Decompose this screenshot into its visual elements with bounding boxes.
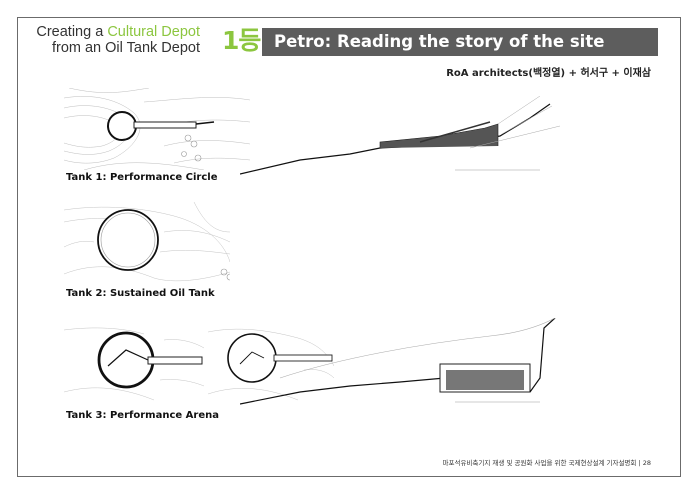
brand-logo: Creating a Cultural Depot from an Oil Ta… [24, 24, 200, 56]
brand-line-2: from an Oil Tank Depot [51, 40, 200, 56]
brand-prefix: Creating a [36, 24, 108, 40]
authors: RoA architects(백정열) + 허서구 + 이재삼 [446, 68, 651, 79]
tank3-site-plan [64, 320, 204, 406]
rank-badge: 1등 [222, 26, 261, 55]
page-title: Petro: Reading the story of the site [274, 32, 605, 51]
title-bar: Petro: Reading the story of the site [262, 28, 658, 56]
footer: 마포석유비축기지 재생 및 공원화 사업을 위한 국제현상설계 기자설명회 | … [442, 459, 651, 467]
tank3-caption: Tank 3: Performance Arena [66, 410, 219, 421]
tank1-caption: Tank 1: Performance Circle [66, 172, 218, 183]
tank3-section [240, 318, 564, 408]
tank3-plan-detail [208, 320, 334, 406]
tank2-site-plan [64, 202, 230, 284]
page-frame [17, 17, 681, 477]
footer-text: 마포석유비축기지 재생 및 공원화 사업을 위한 국제현상설계 기자설명회 [442, 459, 637, 467]
tank1-section [240, 96, 564, 178]
brand-highlight: Cultural Depot [107, 24, 200, 40]
tank2-caption: Tank 2: Sustained Oil Tank [66, 288, 215, 299]
page-number: 28 [642, 459, 651, 467]
tank1-site-plan [64, 88, 250, 170]
